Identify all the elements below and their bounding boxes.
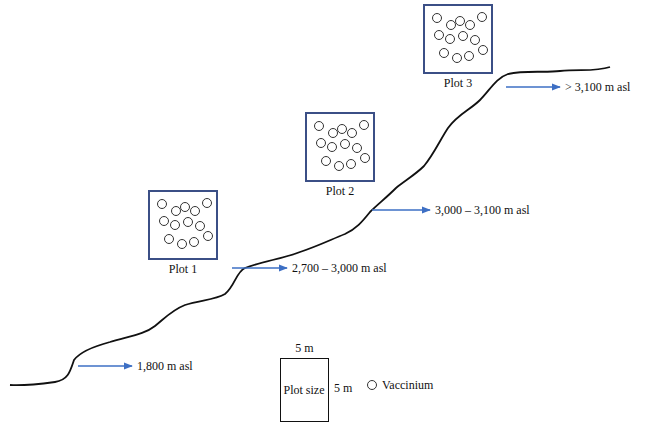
vaccinium-symbol: [360, 121, 369, 130]
vaccinium-symbol: [190, 238, 199, 247]
vaccinium-symbol: [315, 122, 324, 131]
vaccinium-symbol: [165, 235, 174, 244]
vaccinium-symbol: [435, 31, 444, 40]
vaccinium-symbol: [353, 144, 362, 153]
sample-plot: Plot 1: [148, 190, 218, 276]
vaccinium-symbol: [459, 32, 468, 41]
vaccinium-symbol: [338, 125, 347, 134]
sample-plot: Plot 2: [305, 112, 375, 198]
vaccinium-symbol: [329, 129, 338, 138]
plot-square: [148, 190, 218, 260]
elevation-label: 2,700 – 3,000 m asl: [292, 261, 387, 275]
vaccinium-symbol: [158, 200, 167, 209]
vaccinium-plants: [150, 192, 216, 258]
vaccinium-symbol: [471, 36, 480, 45]
vaccinium-plants: [425, 6, 491, 72]
vaccinium-symbol: [433, 14, 442, 23]
plot-size-square: Plot size: [280, 358, 329, 422]
vaccinium-symbol: [203, 199, 212, 208]
plot-label: Plot 2: [305, 184, 375, 198]
vaccinium-symbol: [465, 52, 474, 61]
vaccinium-symbol: [361, 154, 370, 163]
vaccinium-symbol: [453, 54, 462, 63]
vaccinium-symbol: [347, 160, 356, 169]
plot-square: [423, 4, 493, 74]
vaccinium-symbol: [341, 140, 350, 149]
elevation-arrows: [78, 87, 560, 366]
vaccinium-symbol: [181, 203, 190, 212]
mountain-slope: [10, 67, 610, 385]
elevation-arrow: [372, 209, 430, 210]
dimension-label: 5 m: [295, 341, 313, 355]
vaccinium-symbol: [479, 46, 488, 55]
legend-label: Vaccinium: [382, 378, 433, 392]
vaccinium-symbol: [317, 139, 326, 148]
vaccinium-symbol: [335, 162, 344, 171]
elevation-label: > 3,100 m asl: [565, 80, 630, 94]
vaccinium-symbol: [172, 207, 181, 216]
plot-label: Plot 3: [423, 76, 493, 90]
vaccinium-symbol: [204, 232, 213, 241]
elevation-label: 3,000 – 3,100 m asl: [435, 203, 530, 217]
plot-size-label: Plot size: [284, 383, 325, 397]
vaccinium-symbol: [160, 217, 169, 226]
vaccinium-symbol: [440, 49, 449, 58]
vaccinium-plants: [307, 114, 373, 180]
vaccinium-symbol: [178, 240, 187, 249]
vaccinium-symbol: [184, 218, 193, 227]
vaccinium-symbol: [368, 381, 377, 390]
dimension-label: 5 m: [334, 381, 352, 395]
vaccinium-symbol: [191, 207, 200, 216]
sample-plot: Plot 3: [423, 4, 493, 90]
vaccinium-symbol: [196, 222, 205, 231]
plot-square: [305, 112, 375, 182]
plot-label: Plot 1: [148, 262, 218, 276]
elevation-label: 1,800 m asl: [137, 359, 193, 373]
vaccinium-symbol: [446, 35, 455, 44]
elevation-arrow: [232, 267, 287, 268]
vaccinium-symbol: [328, 143, 337, 152]
elevation-arrow: [506, 86, 560, 87]
vaccinium-symbol: [478, 13, 487, 22]
vaccinium-symbol: [447, 21, 456, 30]
vaccinium-symbol: [456, 17, 465, 26]
vaccinium-symbol: [322, 157, 331, 166]
elevation-arrow: [78, 365, 132, 366]
vaccinium-symbol: [348, 129, 357, 138]
vaccinium-symbol: [171, 221, 180, 230]
vaccinium-symbol: [466, 21, 475, 30]
